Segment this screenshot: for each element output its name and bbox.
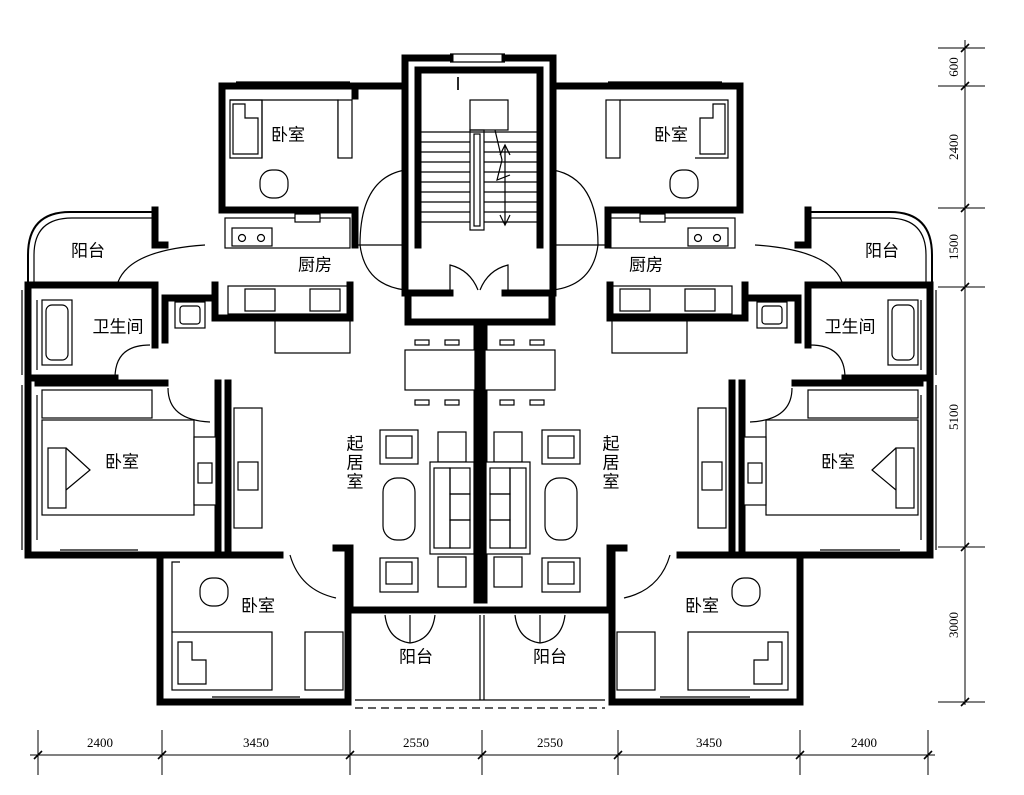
right-outer-wall (804, 281, 934, 382)
bedroom-bottom-right (676, 379, 736, 559)
dim-bottom-4: 2550 (537, 735, 563, 750)
balcony-right-inner (808, 217, 927, 282)
kitchen-left-upper (151, 206, 169, 249)
entrance-hall-arc-left (359, 244, 406, 291)
bedroom-bottom-left (224, 379, 284, 559)
label-living-right: 起 居 室 (603, 435, 620, 493)
dim-bottom-1: 2400 (87, 735, 113, 750)
label-living-left-char-2: 居 (347, 454, 364, 474)
bedroom-top-left-walls (218, 82, 409, 214)
entrance (355, 169, 605, 297)
dim-right-4: 5100 (946, 404, 961, 430)
label-bedroom-top-left: 卧室 (271, 126, 305, 146)
walls (24, 54, 934, 706)
stair-number: I (455, 74, 460, 94)
living-left-wall (404, 289, 481, 604)
label-balcony-bottom-right: 阳台 (533, 648, 567, 668)
dim-bottom-5: 3450 (696, 735, 722, 750)
label-living-right-char-2: 居 (603, 454, 620, 474)
bedroom-mid-right (816, 374, 934, 559)
dimension-right: 600 2400 1500 5100 3000 (938, 40, 985, 707)
dim-right-2: 2400 (946, 134, 961, 160)
entrance-door-right (479, 264, 509, 295)
dim-right-3: 1500 (946, 234, 961, 260)
label-bedroom-mid-right: 卧室 (821, 453, 855, 473)
label-bathroom-left: 卫生间 (93, 318, 144, 338)
dimension-bottom: 2400 3450 2550 2550 3450 2400 (30, 730, 935, 775)
stair-core-wall-left (401, 54, 454, 249)
bathroom-right-wall (741, 281, 812, 349)
kitchen-right-upper (794, 206, 812, 249)
window-lines (21, 53, 937, 709)
furniture (41, 99, 919, 700)
label-living-left-char-1: 起 (347, 435, 364, 455)
label-bathroom-right: 卫生间 (825, 318, 876, 338)
balcony-left-outline (27, 211, 155, 282)
stair-treads (418, 141, 540, 223)
side-balconies (27, 211, 933, 283)
living-right-wall (480, 289, 556, 604)
balcony-left-inner (33, 217, 155, 282)
label-balcony-left: 阳台 (71, 242, 105, 262)
dim-bottom-2: 3450 (243, 735, 269, 750)
label-living-left-char-3: 室 (347, 473, 364, 493)
dim-right-1: 600 (946, 57, 961, 77)
stair-inner-left (414, 66, 544, 249)
dim-right-5: 3000 (946, 612, 961, 638)
entrance-hall-arc-right (552, 244, 599, 291)
bathroom-left-wall (151, 281, 219, 349)
bedroom-top-left-bottom (218, 206, 359, 249)
label-balcony-right: 阳台 (865, 242, 899, 262)
stairs: I (418, 74, 540, 231)
bedroom-top-right-bottom (604, 206, 744, 249)
living-left-wall-b (346, 544, 481, 614)
label-bedroom-bottom-left: 卧室 (241, 597, 275, 617)
label-bedroom-bottom-right: 卧室 (685, 597, 719, 617)
bedroom-mid-left-right (136, 379, 232, 559)
dim-bottom-3: 2550 (403, 735, 429, 750)
entrance-door-left (449, 264, 479, 295)
stair-core-wall-right (501, 54, 557, 249)
label-balcony-bottom-left: 阳台 (399, 648, 433, 668)
label-living-right-char-1: 起 (603, 435, 620, 455)
balcony-right-outline (808, 211, 933, 282)
label-kitchen-left: 厨房 (298, 256, 332, 276)
balcony-right-curve (754, 244, 843, 283)
bedroom-top-right-walls (549, 82, 744, 214)
label-bedroom-mid-left: 卧室 (105, 453, 139, 473)
dim-bottom-6: 2400 (851, 735, 877, 750)
label-living-left: 起 居 室 (347, 435, 364, 493)
label-bedroom-top-right: 卧室 (654, 126, 688, 146)
bedroom-mid-left (24, 374, 144, 559)
left-outer-wall (24, 281, 159, 382)
balcony-bottom-walls (344, 611, 616, 706)
bedroom-mid-right-left (728, 379, 824, 559)
label-living-right-char-3: 室 (603, 473, 620, 493)
entrance-wall (401, 241, 557, 297)
room-labels: 卧室 卧室 阳台 阳台 厨房 厨房 卫生间 卫生间 卧室 卧室 起 居 室 起 … (71, 126, 899, 668)
label-kitchen-right: 厨房 (629, 256, 663, 276)
balcony-left-curve (117, 244, 206, 283)
